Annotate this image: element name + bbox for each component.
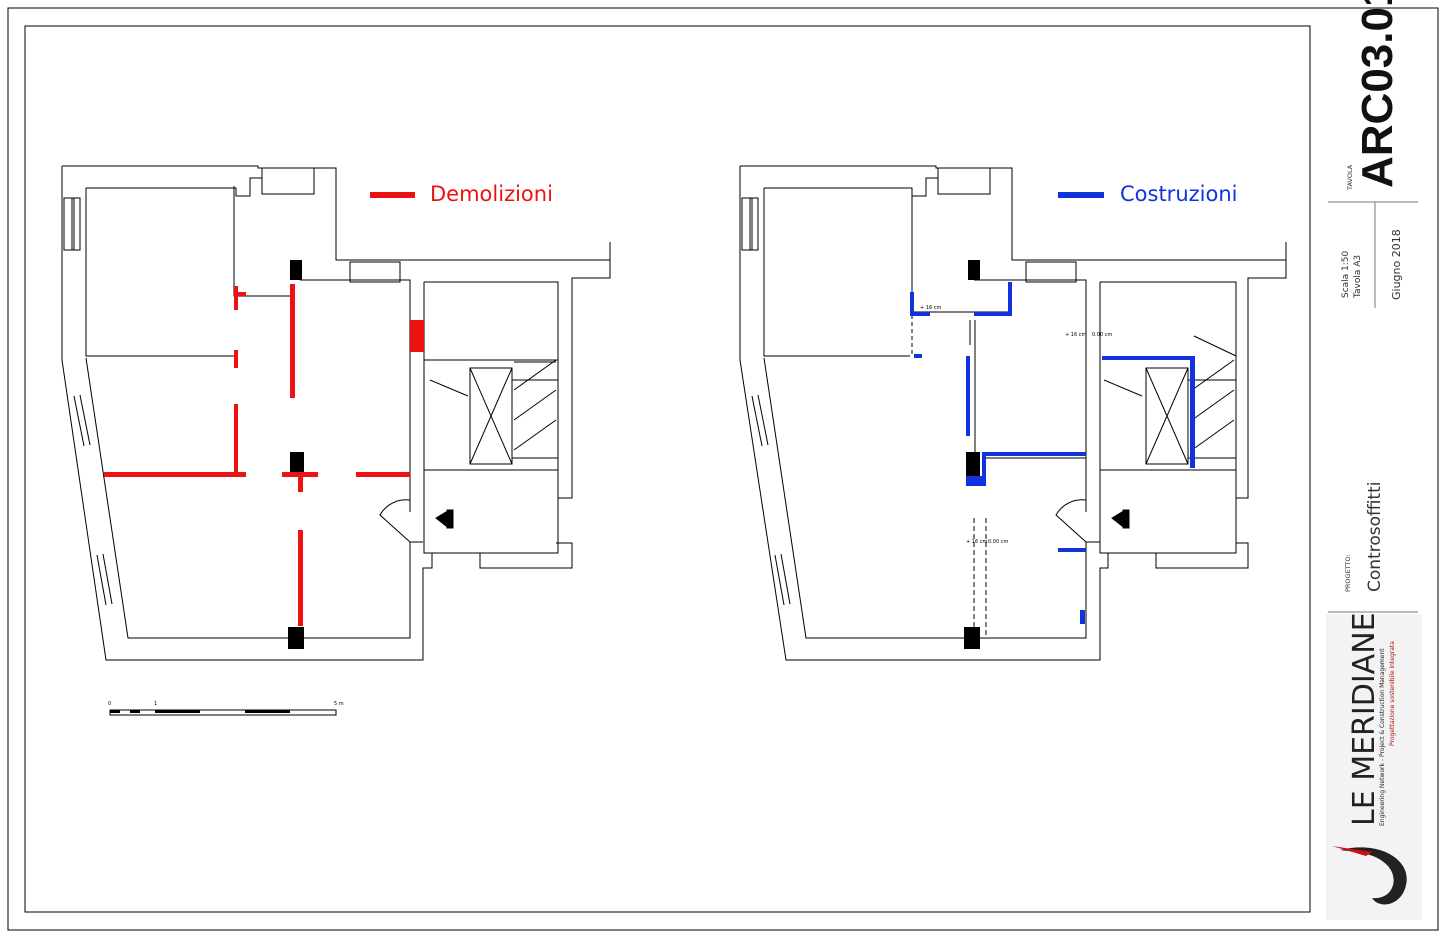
logo-red-mark-icon bbox=[1332, 846, 1372, 856]
date-text: Giugno 2018 bbox=[1390, 229, 1403, 300]
pillars-right bbox=[964, 260, 980, 649]
plan-constructions bbox=[739, 165, 1287, 661]
company-logo: LE MERIDIANE Engineering Network - Proje… bbox=[1326, 612, 1422, 920]
legend-demolition-label: Demolizioni bbox=[430, 182, 553, 206]
legend-demolitions: Demolizioni bbox=[370, 182, 553, 206]
format-text: Tavola A3 bbox=[1353, 255, 1363, 299]
legend-construction-swatch bbox=[1058, 192, 1104, 198]
pillars-left bbox=[288, 260, 304, 649]
logo-name: LE MERIDIANE bbox=[1347, 612, 1382, 826]
annotation-offset-b: + 16 cm bbox=[1065, 332, 1086, 338]
annotation-offset-c: + 16 cm bbox=[966, 539, 987, 545]
sheet-code: ARC03.01 bbox=[1353, 0, 1402, 188]
title-block: TAVOLA ARC03.01 Scala 1:50 Tavola A3 Giu… bbox=[1326, 0, 1422, 920]
drawing-frame bbox=[24, 25, 1311, 913]
sheet-label: TAVOLA bbox=[1346, 164, 1354, 191]
annotations: + 16 cm + 16 cm 0.00 cm + 16 cm 0.00 cm bbox=[920, 305, 1112, 545]
logo-swoosh-icon bbox=[1340, 847, 1407, 905]
scale-text: Scala 1:50 bbox=[1341, 250, 1351, 298]
logo-tagline-2: Progettazione sostenibile integrata bbox=[1389, 641, 1396, 746]
construction-walls bbox=[910, 282, 1195, 624]
logo-tagline: Engineering Network - Project & Construc… bbox=[1379, 648, 1386, 826]
outer-frame bbox=[7, 7, 1439, 931]
annotation-offset-d2: 0.00 cm bbox=[988, 539, 1008, 545]
legend-demolition-swatch bbox=[370, 192, 415, 198]
scale-bar: 0 1 5 m bbox=[108, 701, 344, 716]
legend-construction-label: Costruzioni bbox=[1120, 182, 1237, 206]
project-label: PROGETTO: bbox=[1344, 554, 1352, 592]
project-name: Controsoffitti bbox=[1365, 482, 1385, 592]
annotation-offset-b2: 0.00 cm bbox=[1092, 332, 1112, 338]
scale-tick-1: 1 bbox=[154, 701, 157, 707]
annotation-offset-a: + 16 cm bbox=[920, 305, 941, 311]
scale-tick-0: 0 bbox=[108, 701, 111, 707]
demolition-walls bbox=[104, 284, 424, 626]
plan-demolitions bbox=[61, 165, 611, 661]
scale-tick-5: 5 m bbox=[334, 701, 344, 707]
legend-constructions: Costruzioni bbox=[1058, 182, 1237, 206]
